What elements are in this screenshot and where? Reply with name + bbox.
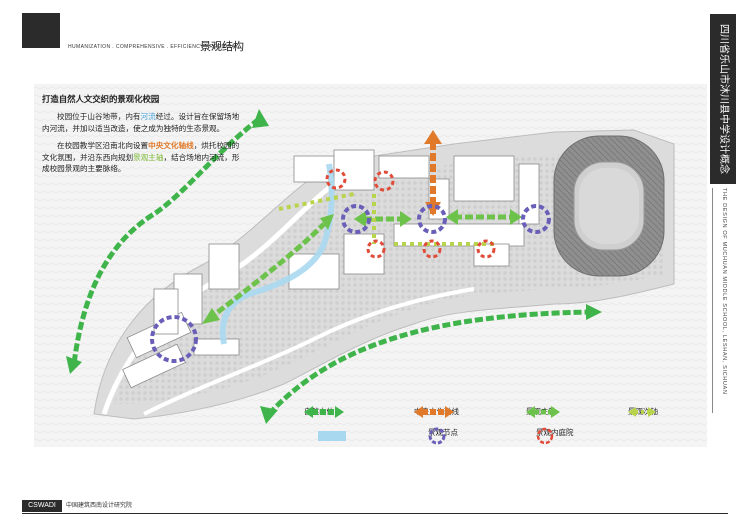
river-swatch-icon: [318, 431, 346, 441]
p2-main-highlight: 景观主轴: [133, 152, 164, 162]
p1-text-b: 经过。设计旨在保留场地内河流，并加以适当改造，使之成为独特的生态景观。: [42, 112, 240, 133]
legend-main-axis: 景观主轴: [526, 406, 560, 418]
legend-natural-mountain-label: 自然山体: [304, 407, 334, 416]
p2-text-a: 在校园教学区沿南北向设置: [57, 141, 149, 151]
description-heading: 打造自然人文交织的景观化校园: [42, 94, 160, 104]
legend-secondary-axis: 景观次轴: [628, 406, 658, 417]
side-title-panel: 四川省乐山市沐川县中学设计概念: [710, 14, 736, 184]
p1-text-a: 校园位于山谷地带，内有: [57, 112, 141, 122]
description-paragraph-2: 在校园教学区沿南北向设置中央文化轴线，烘托校园的文化氛围，并沿东西向规划景观主轴…: [42, 140, 242, 174]
side-divider: [712, 188, 713, 413]
p2-text-c: ，结合场地内河流，形成校园景观的主要脉络。: [42, 152, 240, 174]
legend-central-axis: 中央文化轴线: [414, 406, 459, 418]
legend-courtyard-label: 景观内庭院: [536, 428, 574, 437]
node-circle-icon: [428, 427, 446, 445]
courtyard-circle-icon: [536, 427, 554, 445]
central-axis-arrow-icon: [414, 406, 454, 418]
page-title: 景观结构: [200, 40, 244, 53]
legend-node: 景观节点: [428, 427, 458, 445]
logo: [22, 13, 60, 48]
footer-divider: [22, 513, 728, 514]
side-subtitle-panel: THE DESIGN OF MUCHUAN MIDDLE SCHOOL, LES…: [714, 188, 734, 418]
header-subtitle: HUMANIZATION . COMPREHENSIVE . EFFICIENC…: [68, 44, 239, 50]
side-title: 四川省乐山市沐川县中学设计概念: [718, 24, 729, 174]
main-axis-arrow-icon: [526, 406, 560, 418]
description-block: 打造自然人文交织的景观化校园 校园位于山谷地带，内有河流经过。设计旨在保留场地内…: [42, 94, 242, 180]
p2-text-b: ，烘托校园的文化氛围，并沿东西向规划: [42, 141, 240, 162]
side-subtitle: THE DESIGN OF MUCHUAN MIDDLE SCHOOL, LES…: [721, 188, 727, 395]
site-plan-svg: [34, 84, 707, 447]
site-plan-map: 自然山体 中央文化轴线 景观主轴 景观次轴 河流 景观节点: [34, 84, 707, 447]
legend-natural-mountain: 自然山体: [304, 406, 344, 418]
footer-logo: CSWADI: [22, 500, 62, 512]
p1-river-highlight: 河流: [140, 112, 156, 122]
p2-axis-highlight: 中央文化轴线: [148, 141, 194, 151]
footer-org: 中国建筑西南设计研究院: [66, 502, 133, 509]
legend-courtyard: 景观内庭院: [536, 427, 574, 445]
legend-river: 河流: [318, 430, 346, 441]
mountain-arrow-icon: [304, 406, 344, 418]
legend-central-axis-label: 中央文化轴线: [414, 407, 459, 416]
legend-node-label: 景观节点: [428, 428, 458, 437]
description-paragraph-1: 校园位于山谷地带，内有河流经过。设计旨在保留场地内河流，并加以适当改造，使之成为…: [42, 111, 242, 134]
secondary-axis-arrow-icon: [628, 407, 656, 417]
